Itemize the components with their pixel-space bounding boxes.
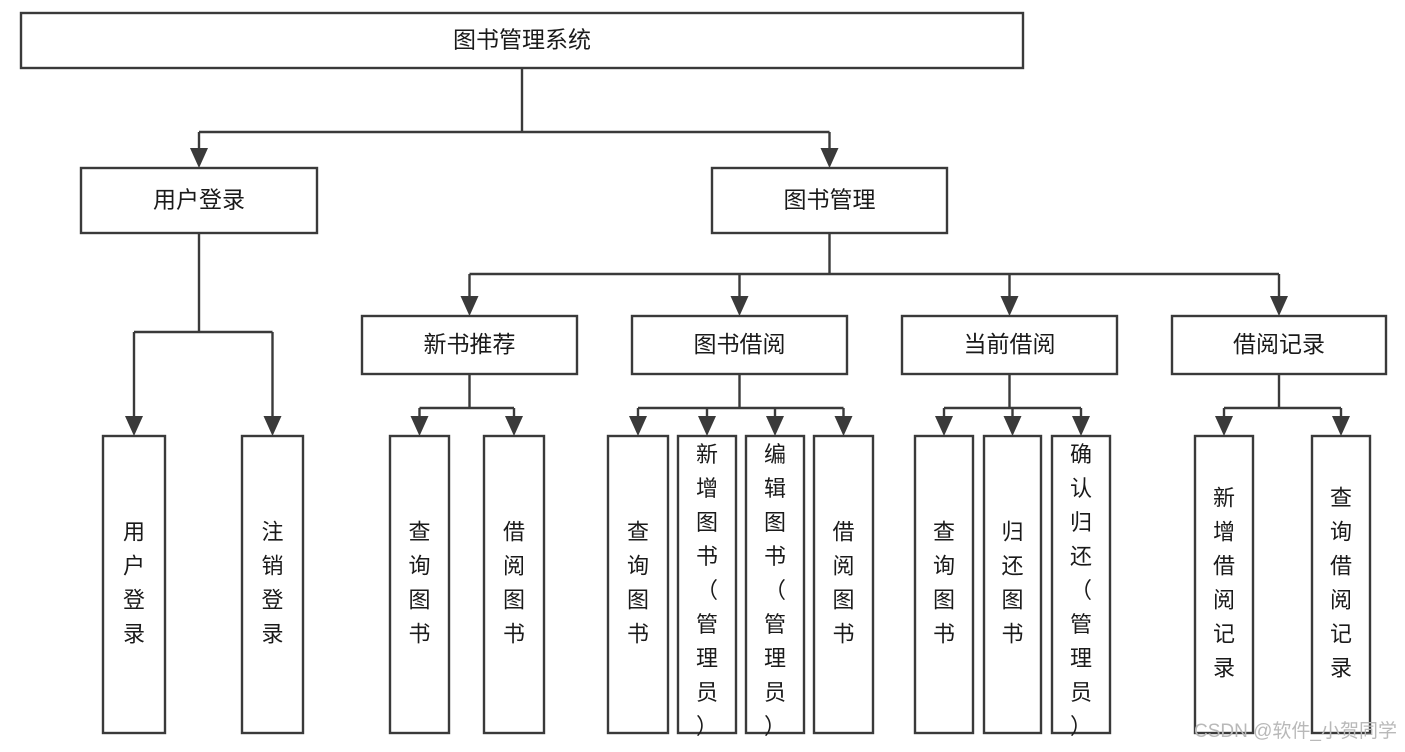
watermark-text: CSDN @软件_小贺同学 bbox=[1194, 721, 1397, 742]
level1-node-book-management[interactable]: 图书管理 bbox=[710, 166, 949, 235]
arrow-head-icon bbox=[730, 296, 749, 316]
node-label: 借阅记录 bbox=[1233, 331, 1325, 357]
node-label: 借阅图书 bbox=[503, 519, 525, 646]
node-label: 查询图书 bbox=[627, 519, 649, 646]
arrow-head-icon bbox=[1072, 416, 1090, 436]
leaf-node-leaf-edit-book[interactable]: 编辑图书（管理员） bbox=[744, 434, 806, 739]
root-node-root[interactable]: 图书管理系统 bbox=[19, 11, 1025, 70]
leaf-node-leaf-logout[interactable]: 注销登录 bbox=[240, 434, 305, 735]
arrow-head-icon bbox=[1332, 416, 1350, 436]
leaf-node-leaf-query-book-rec[interactable]: 查询图书 bbox=[388, 434, 451, 735]
node-label: 查询借阅记录 bbox=[1330, 485, 1352, 680]
node-box[interactable] bbox=[101, 434, 167, 735]
node-box[interactable] bbox=[900, 314, 1119, 376]
node-label: 注销登录 bbox=[261, 519, 283, 646]
node-label: 用户登录 bbox=[123, 519, 145, 646]
leaf-node-leaf-add-borrow-record[interactable]: 新增借阅记录 bbox=[1193, 434, 1255, 735]
node-box[interactable] bbox=[982, 434, 1043, 735]
arrow-head-icon bbox=[505, 416, 523, 436]
arrow-head-icon bbox=[1000, 296, 1019, 316]
node-label: 图书管理系统 bbox=[453, 27, 591, 53]
node-label: 图书借阅 bbox=[694, 331, 786, 357]
node-box[interactable] bbox=[744, 434, 806, 735]
arrow-head-icon bbox=[1215, 416, 1233, 436]
level2-node-borrow-record[interactable]: 借阅记录 bbox=[1170, 314, 1388, 376]
arrow-head-icon bbox=[698, 416, 716, 436]
node-label: 编辑图书（管理员） bbox=[764, 442, 786, 739]
node-label: 新增借阅记录 bbox=[1213, 485, 1235, 680]
leaf-node-leaf-user-login[interactable]: 用户登录 bbox=[101, 434, 167, 735]
leaf-node-leaf-query-book-borrow[interactable]: 查询图书 bbox=[606, 434, 670, 735]
level2-node-book-borrow[interactable]: 图书借阅 bbox=[630, 314, 849, 376]
leaf-node-leaf-query-book-current[interactable]: 查询图书 bbox=[913, 434, 975, 735]
node-box[interactable] bbox=[1193, 434, 1255, 735]
arrow-head-icon bbox=[1270, 296, 1288, 316]
level1-node-user-login[interactable]: 用户登录 bbox=[79, 166, 319, 235]
arrow-head-icon bbox=[410, 416, 429, 436]
leaf-node-leaf-borrow-book[interactable]: 借阅图书 bbox=[812, 434, 875, 735]
leaf-node-leaf-add-book[interactable]: 新增图书（管理员） bbox=[676, 434, 738, 739]
arrow-head-icon bbox=[834, 416, 853, 436]
leaf-node-leaf-return-book[interactable]: 归还图书 bbox=[982, 434, 1043, 735]
node-box[interactable] bbox=[79, 166, 319, 235]
node-box[interactable] bbox=[482, 434, 546, 735]
node-label: 查询图书 bbox=[408, 519, 430, 646]
arrow-head-icon bbox=[820, 148, 839, 168]
node-label: 新增图书（管理员） bbox=[696, 442, 718, 739]
node-box[interactable] bbox=[606, 434, 670, 735]
node-box[interactable] bbox=[1170, 314, 1388, 376]
leaf-node-leaf-confirm-return[interactable]: 确认归还（管理员） bbox=[1050, 434, 1112, 739]
node-box[interactable] bbox=[19, 11, 1025, 70]
node-label: 图书管理 bbox=[784, 187, 876, 213]
node-label: 新书推荐 bbox=[424, 331, 516, 357]
node-box[interactable] bbox=[240, 434, 305, 735]
arrow-head-icon bbox=[190, 148, 208, 168]
node-box[interactable] bbox=[913, 434, 975, 735]
arrow-head-icon bbox=[935, 416, 953, 436]
node-box[interactable] bbox=[630, 314, 849, 376]
node-box[interactable] bbox=[1310, 434, 1372, 735]
node-box[interactable] bbox=[676, 434, 738, 735]
level2-node-new-book-recommend[interactable]: 新书推荐 bbox=[360, 314, 579, 376]
nodes-layer: 图书管理系统用户登录图书管理新书推荐图书借阅当前借阅借阅记录用户登录注销登录查询… bbox=[19, 11, 1388, 739]
node-label: 用户登录 bbox=[153, 187, 245, 213]
node-box[interactable] bbox=[710, 166, 949, 235]
node-label: 借阅图书 bbox=[832, 519, 854, 646]
node-label: 当前借阅 bbox=[964, 331, 1056, 357]
arrow-head-icon bbox=[766, 416, 784, 436]
node-label: 查询图书 bbox=[933, 519, 955, 646]
connectors-layer bbox=[125, 68, 1350, 436]
arrow-head-icon bbox=[125, 416, 143, 436]
node-box[interactable] bbox=[360, 314, 579, 376]
node-box[interactable] bbox=[812, 434, 875, 735]
node-label: 确认归还（管理员） bbox=[1070, 442, 1092, 739]
arrow-head-icon bbox=[263, 416, 282, 436]
leaf-node-leaf-borrow-book-rec[interactable]: 借阅图书 bbox=[482, 434, 546, 735]
arrow-head-icon bbox=[1003, 416, 1022, 436]
leaf-node-leaf-query-borrow-record[interactable]: 查询借阅记录 bbox=[1310, 434, 1372, 735]
node-label: 归还图书 bbox=[1001, 519, 1023, 646]
arrow-head-icon bbox=[629, 416, 647, 436]
arrow-head-icon bbox=[460, 296, 479, 316]
node-box[interactable] bbox=[1050, 434, 1112, 735]
level2-node-current-borrow[interactable]: 当前借阅 bbox=[900, 314, 1119, 376]
node-box[interactable] bbox=[388, 434, 451, 735]
